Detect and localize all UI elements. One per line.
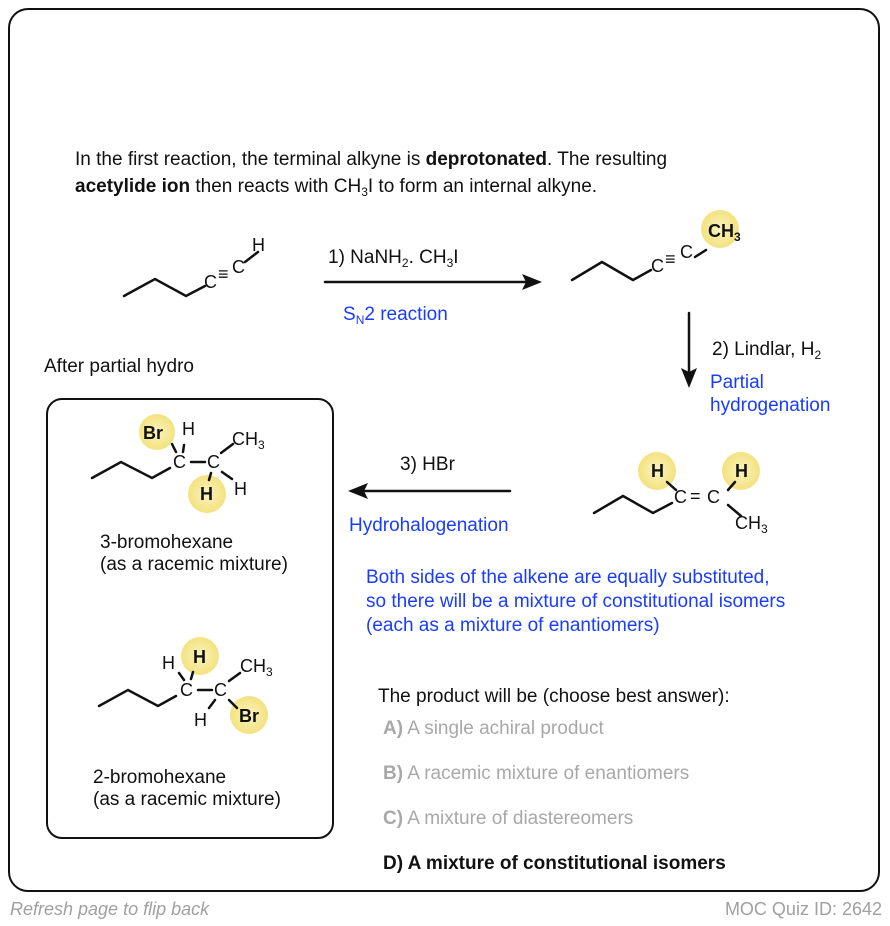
atom-ch3: CH3 [232, 429, 265, 452]
atom-c: C [207, 452, 220, 472]
atom-c: C [214, 680, 227, 700]
atom-h: H [162, 653, 175, 673]
atom-c: C [232, 257, 245, 277]
product-name: 2-bromohexane [93, 767, 227, 788]
highlight-circles [139, 210, 760, 734]
explanation-line: (each as a mixture of enantiomers) [366, 615, 660, 636]
atom-h: H [252, 235, 265, 255]
highlight-br-1 [139, 414, 175, 450]
ch3-bond-2 [227, 671, 242, 683]
double-bond: = [690, 486, 701, 506]
atom-h: H [194, 710, 207, 730]
alkyne-h-bond [243, 250, 260, 264]
alkene-h-bond-r [726, 480, 737, 492]
highlight-h-right [722, 452, 760, 490]
atom-h: H [651, 461, 664, 481]
partial-hydrogenation-note-2: hydrogenation [710, 395, 831, 416]
atom-h: H [200, 484, 213, 504]
atom-ch3: CH3 [735, 513, 768, 536]
arrowheads [348, 274, 697, 499]
reagent-step-3: 3) HBr [400, 454, 455, 475]
sn2-note: SN2 reaction [343, 304, 448, 327]
question-prompt: The product will be (choose best answer)… [378, 686, 730, 707]
alkene-chain [592, 494, 674, 515]
intro-line-2: acetylide ion then reacts with CH3I to f… [75, 176, 598, 199]
arrow-1-head [522, 274, 542, 290]
answer-option-d[interactable]: D) A mixture of constitutional isomers [383, 853, 726, 874]
quiz-id: MOC Quiz ID: 2642 [724, 899, 882, 919]
explanation-line: so there will be a mixture of constituti… [366, 591, 786, 612]
atom-h: H [193, 647, 206, 667]
ch3-bond [693, 248, 708, 259]
highlight-h-left [638, 452, 676, 490]
quiz-card[interactable] [8, 8, 880, 892]
atom-c: C [680, 242, 693, 262]
h-bond-2a [177, 671, 186, 682]
highlight-h-2 [181, 637, 219, 675]
triple-bond: ≡ [665, 249, 676, 269]
atom-h: H [234, 479, 247, 499]
answer-option-c[interactable]: C) A mixture of diastereomers [383, 808, 634, 829]
reagent-step-1: 1) NaNH2. CH3I [328, 247, 459, 270]
atom-c: C [173, 452, 186, 472]
atom-br: Br [239, 706, 260, 726]
product-note: (as a racemic mixture) [93, 789, 281, 810]
highlight-br-2 [230, 696, 268, 734]
pentyne-chain [122, 277, 207, 298]
hydrohalogenation-note: Hydrohalogenation [349, 515, 509, 536]
h-bond-1 [181, 443, 186, 454]
triple-bond: ≡ [218, 264, 229, 284]
h-bond-1c [220, 470, 234, 481]
alkene-ch3-bond [726, 503, 743, 518]
atom-h: H [735, 461, 748, 481]
answer-option-a[interactable]: A) A single achiral product [383, 718, 604, 739]
atom-ch3: CH3 [240, 656, 273, 679]
highlight-h-1 [188, 475, 226, 513]
atom-br: Br [143, 423, 164, 443]
atom-ch3: CH3 [708, 221, 741, 244]
br-bond-2 [227, 698, 239, 710]
reagent-step-2: 2) Lindlar, H2 [712, 339, 822, 362]
partial-hydrogenation-note-1: Partial [710, 372, 764, 393]
atom-c: C [674, 487, 687, 507]
products-box [46, 398, 334, 839]
product-name: 3-bromohexane [100, 532, 234, 553]
bromohex2-chain [97, 688, 178, 708]
explanation-line: Both sides of the alkene are equally sub… [366, 567, 770, 588]
answer-option-b[interactable]: B) A racemic mixture of enantiomers [383, 763, 690, 784]
atom-h: H [182, 419, 195, 439]
after-partial-hydro-label: After partial hydro [44, 356, 194, 377]
atom-c: C [204, 272, 217, 292]
bromohex3-chain [90, 460, 172, 480]
ch3-bond-1 [219, 442, 235, 455]
atom-c: C [651, 256, 664, 276]
highlight-ch3 [701, 210, 739, 248]
arrow-3-head [348, 483, 368, 499]
atom-c: C [180, 680, 193, 700]
h-bond-2b [189, 670, 195, 681]
br-bond-1 [170, 442, 178, 454]
refresh-hint: Refresh page to flip back [10, 899, 210, 919]
intro-line-1: In the first reaction, the terminal alky… [75, 149, 668, 170]
atom-c: C [707, 487, 720, 507]
product-note: (as a racemic mixture) [100, 554, 288, 575]
arrow-2-head [681, 368, 697, 388]
bonds [90, 248, 743, 710]
h-bond-1b [207, 471, 213, 482]
h-bond-2c [207, 698, 217, 710]
alkene-h-bond-l [665, 480, 678, 492]
hexyne-chain [570, 260, 653, 282]
